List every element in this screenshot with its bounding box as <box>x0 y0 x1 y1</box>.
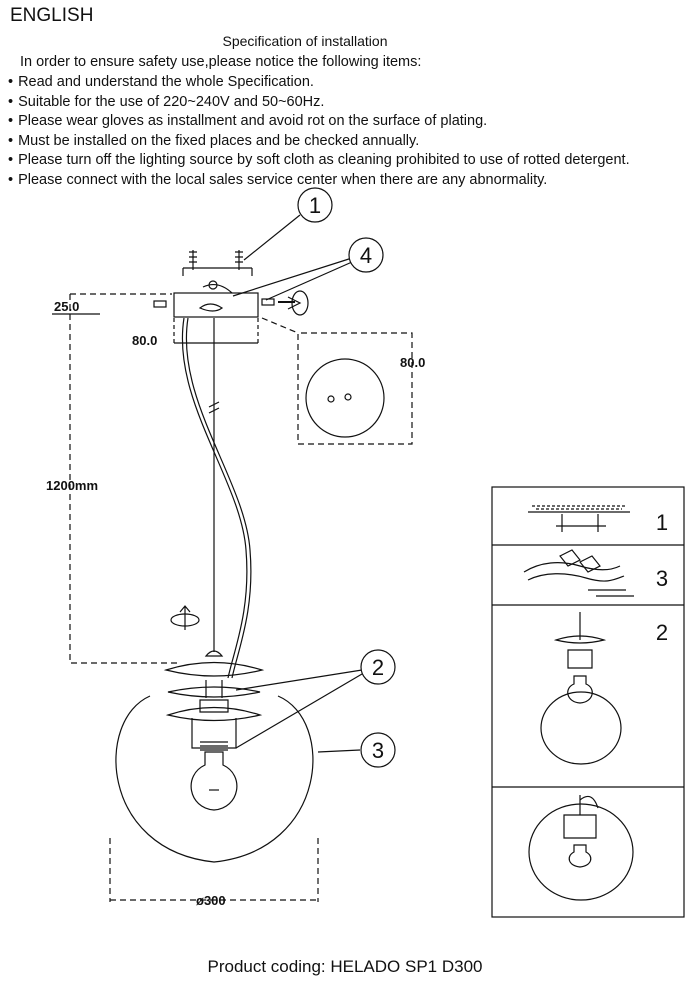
rule-item: Must be installed on the fixed places an… <box>8 132 630 152</box>
rule-item: Suitable for the use of 220~240V and 50~… <box>8 93 630 113</box>
canopy-detail-circle <box>305 358 385 438</box>
safety-rules-list: Read and understand the whole Specificat… <box>8 73 630 191</box>
dim-bracket-height: 25.0 <box>54 299 79 314</box>
lower-disc <box>165 706 263 722</box>
canopy <box>173 292 259 318</box>
screw-left <box>153 300 167 308</box>
light-bulb <box>190 751 238 811</box>
step-assembled-lamp <box>528 795 634 901</box>
callout-3-circle <box>360 732 396 768</box>
callout-4-circle <box>348 237 384 273</box>
step-label-3: 3 <box>656 566 668 591</box>
dim-canopy-width: 80.0 <box>132 333 157 348</box>
dim-canopy-diameter: 80.0 <box>400 355 425 370</box>
callout-3-label: 3 <box>372 738 384 763</box>
screw-right <box>261 298 275 306</box>
glass-globe <box>115 695 314 863</box>
callout-4-label: 4 <box>360 243 372 268</box>
dim-shade-diameter: ø300 <box>196 893 226 908</box>
upper-disc <box>163 661 265 677</box>
product-coding: Product coding: HELADO SP1 D300 <box>207 957 483 976</box>
rule-item: Please turn off the lighting source by s… <box>8 151 630 171</box>
callout-2-circle <box>360 649 396 685</box>
steps-panel <box>491 486 685 918</box>
callout-1-label: 1 <box>309 193 321 218</box>
spec-title: Specification of installation <box>222 33 388 49</box>
rule-item: Please connect with the local sales serv… <box>8 171 630 191</box>
step-hanging-lamp <box>540 612 622 765</box>
power-cord <box>185 317 252 679</box>
step-cleaning <box>523 549 634 597</box>
step-label-2: 2 <box>656 620 668 645</box>
rotate-arrow-icon <box>291 290 309 316</box>
step-ceiling-bracket <box>528 505 630 532</box>
dim-cable-length: 1200mm <box>46 478 98 493</box>
rule-item: Read and understand the whole Specificat… <box>8 73 630 93</box>
mounting-bracket <box>182 187 333 276</box>
language-heading: ENGLISH <box>10 5 94 26</box>
intro-text: In order to ensure safety use,please not… <box>20 54 422 70</box>
rule-item: Please wear gloves as installment and av… <box>8 112 630 132</box>
callout-2-label: 2 <box>372 655 384 680</box>
step-label-1: 1 <box>656 510 668 535</box>
callout-1-circle <box>297 187 333 223</box>
